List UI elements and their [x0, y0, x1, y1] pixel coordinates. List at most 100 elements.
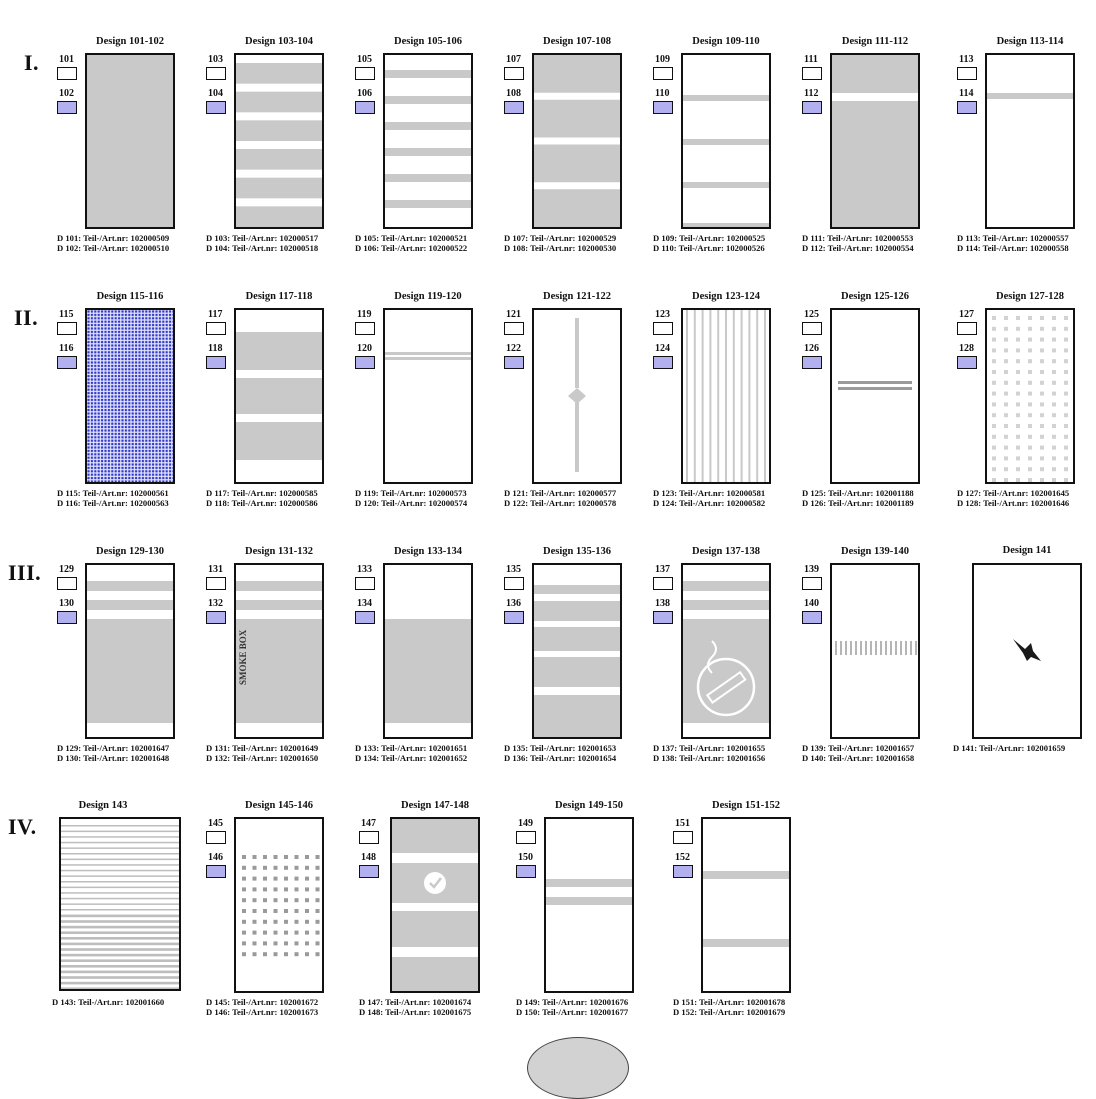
grid-dot [305, 941, 309, 946]
horizontal-line [61, 976, 179, 979]
smoke-icon [707, 640, 717, 674]
grey-dot [1004, 424, 1008, 428]
grey-dot [1052, 424, 1056, 428]
grid-dot [263, 919, 267, 924]
horizontal-line [61, 937, 179, 940]
grid-dot [315, 919, 320, 924]
grey-dot [1028, 337, 1032, 342]
article-number-line: D 146: Teil-/Art.nr: 102001673 [206, 1007, 319, 1017]
variant-code: 112 [804, 88, 819, 99]
frosted-band [236, 120, 322, 141]
variant-code: 131 [208, 564, 223, 575]
clear-variant-swatch [206, 831, 226, 844]
grid-dot [263, 930, 267, 935]
design-title: Design 111-112 [841, 36, 909, 47]
door-pattern [236, 63, 322, 227]
grid-dot [263, 941, 267, 946]
grey-dot [1016, 359, 1020, 364]
door-pattern [832, 55, 918, 227]
blue-variant-swatch [957, 356, 977, 369]
blue-variant-swatch [504, 611, 524, 624]
grey-dot [1052, 445, 1056, 450]
grid-dot [273, 952, 278, 957]
variant-code: 122 [506, 343, 521, 354]
grey-dot [992, 380, 996, 385]
grid-dot [252, 941, 257, 946]
grid-dot [284, 930, 288, 935]
article-number-line: D 134: Teil-/Art.nr: 102001652 [355, 753, 468, 763]
grey-dot [1028, 445, 1032, 450]
grey-dot [1016, 467, 1020, 472]
variant-code: 115 [59, 309, 74, 320]
article-number-line: D 122: Teil-/Art.nr: 102000578 [504, 498, 617, 508]
horizontal-line [61, 903, 179, 905]
grey-dot [1004, 337, 1008, 342]
horizontal-line [61, 830, 179, 833]
variant-code: 119 [357, 309, 372, 320]
variant-code: 104 [208, 88, 223, 99]
blue-dot-pattern [87, 310, 173, 482]
horizontal-line [61, 897, 179, 900]
grey-dot [1064, 424, 1068, 428]
blue-variant-swatch [57, 101, 77, 114]
variant-code: 149 [518, 818, 533, 829]
frosted-panel [87, 55, 173, 227]
article-number-line: D 123: Teil-/Art.nr: 102000581 [653, 488, 766, 498]
frosted-band [385, 357, 471, 360]
article-number-line: D 117: Teil-/Art.nr: 102000585 [206, 488, 318, 498]
variant-code: 118 [208, 343, 223, 354]
article-number-line: D 106: Teil-/Art.nr: 102000522 [355, 243, 468, 253]
article-number-line: D 145: Teil-/Art.nr: 102001672 [206, 997, 319, 1007]
grid-dot [315, 898, 320, 903]
door-pattern [392, 819, 478, 991]
blue-variant-swatch [673, 865, 693, 878]
article-numbers: D 141: Teil-/Art.nr: 102001659 [953, 743, 1065, 753]
blue-variant-swatch [57, 356, 77, 369]
article-number-line: D 105: Teil-/Art.nr: 102000521 [355, 233, 468, 243]
grey-dot [1064, 402, 1068, 407]
frosted-band [683, 619, 769, 723]
door-panel [59, 817, 181, 991]
clear-variant-swatch [653, 577, 673, 590]
tick-mark [895, 641, 897, 655]
grey-dot [1040, 413, 1044, 418]
grid-dot [315, 887, 320, 892]
grid-dot [263, 855, 267, 859]
variant-code: 128 [959, 343, 974, 354]
grid-dot [315, 909, 320, 913]
design-title: Design 115-116 [96, 291, 164, 302]
grey-dot [1040, 467, 1044, 472]
clear-variant-swatch [653, 322, 673, 335]
door-pattern [61, 825, 179, 989]
horizontal-line [61, 965, 179, 968]
frosted-band [392, 957, 478, 991]
article-number-line: D 125: Teil-/Art.nr: 102001188 [802, 488, 914, 498]
blue-variant-swatch [206, 101, 226, 114]
door-panel [390, 817, 480, 993]
door-pattern [835, 641, 917, 655]
tick-mark [860, 641, 862, 655]
no-smoking-circle [696, 657, 756, 717]
frosted-band [87, 619, 173, 723]
grey-dot [1052, 359, 1056, 364]
article-number-line: D 130: Teil-/Art.nr: 102001648 [57, 753, 170, 763]
article-number-line: D 136: Teil-/Art.nr: 102001654 [504, 753, 617, 763]
door-panel [681, 308, 771, 484]
door-panel [972, 563, 1082, 739]
clear-variant-swatch [355, 67, 375, 80]
variant-code: 107 [506, 54, 521, 65]
variant-code: 132 [208, 598, 223, 609]
design-title: Design 113-114 [996, 36, 1064, 47]
article-number-line: D 103: Teil-/Art.nr: 102000517 [206, 233, 319, 243]
blue-variant-swatch [653, 611, 673, 624]
design-title: Design 145-146 [245, 800, 313, 811]
grid-dot [294, 930, 299, 935]
grey-dot [1052, 316, 1056, 320]
logo-circle-icon [424, 872, 446, 894]
tick-mark [880, 641, 882, 655]
